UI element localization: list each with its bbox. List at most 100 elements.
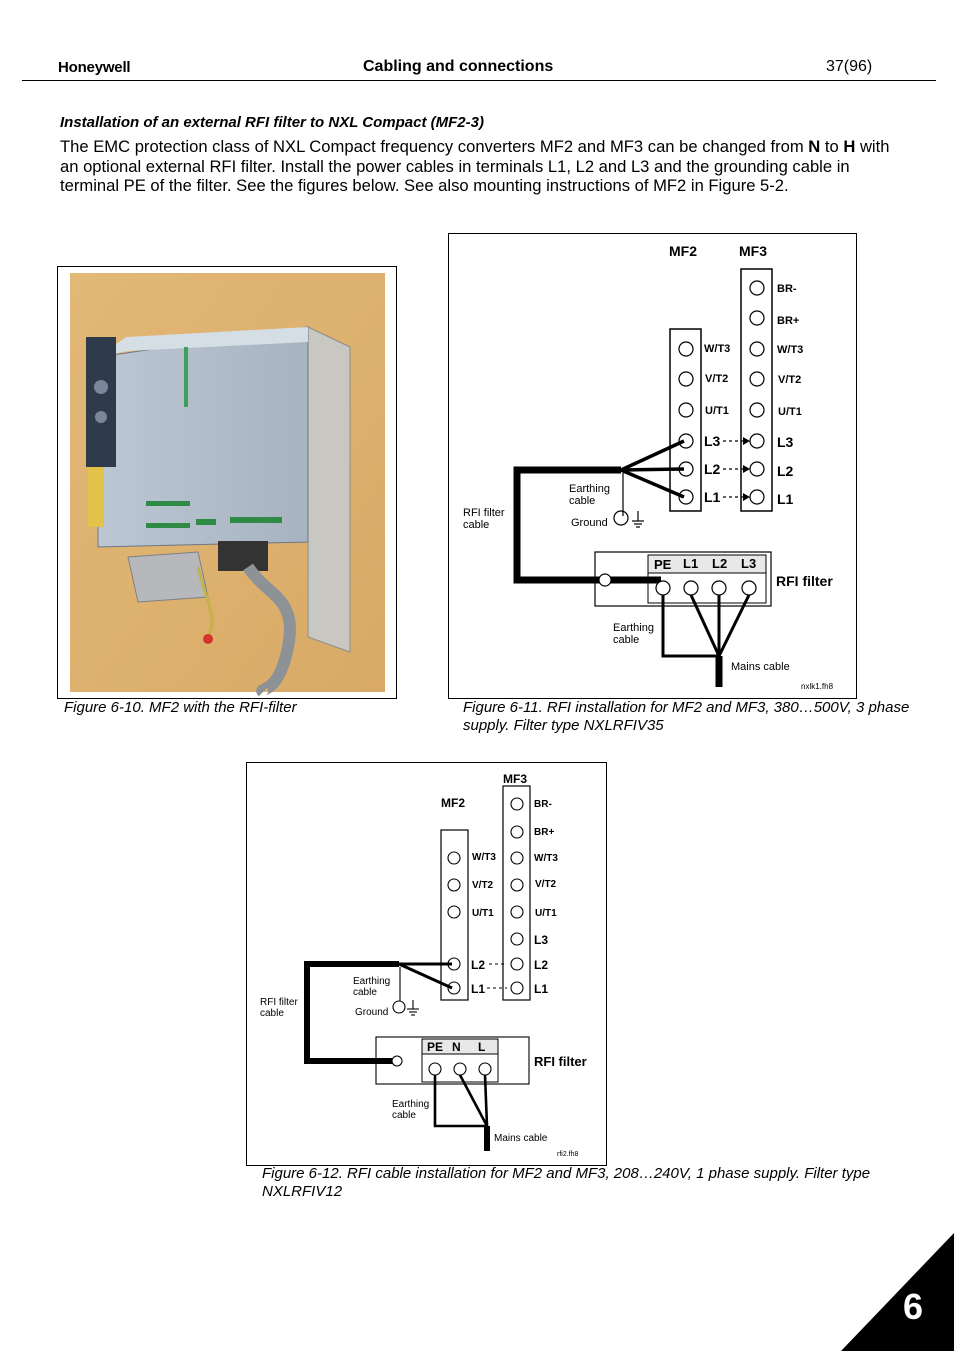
fig12-mf2-l2: L2 — [471, 958, 485, 972]
figure-6-10-photo-frame — [57, 266, 397, 699]
fig12-filter-l-label: L — [478, 1040, 485, 1054]
fig12-ground-label: Ground — [355, 1007, 388, 1018]
figure-6-10-caption: Figure 6-10. MF2 with the RFI-filter — [64, 699, 297, 716]
fig11-filter-l2-label: L2 — [712, 556, 727, 571]
fig12-mf3-label: MF3 — [503, 772, 527, 786]
fig11-mf3-br-plus: BR+ — [777, 315, 799, 327]
fig11-mf2-label: MF2 — [669, 243, 697, 259]
fig12-earthing-label-2: cable — [353, 987, 377, 998]
intro-paragraph: The EMC protection class of NXL Compact … — [60, 137, 900, 196]
drive-photo — [70, 273, 385, 697]
fig12-mf2-label: MF2 — [441, 796, 465, 810]
fig12-mf3-vt2: V/T2 — [535, 879, 557, 890]
fig12-mf3-l2: L2 — [534, 958, 548, 972]
fig11-mf3-l3: L3 — [777, 434, 794, 450]
fig12-mf3-ut1: U/T1 — [535, 908, 557, 919]
fig12-mf3-terminal-strip — [502, 785, 531, 1001]
fig11-mf2-l3: L3 — [704, 433, 721, 449]
fig12-mf2-vt2: V/T2 — [472, 880, 494, 891]
fig12-dashed-links — [487, 963, 507, 989]
fig11-ground-symbol — [632, 511, 644, 528]
fig11-filter-terminals — [655, 580, 757, 596]
fig11-mf3-label: MF3 — [739, 243, 767, 259]
fig12-mf2-terminal-strip — [440, 829, 469, 1001]
fig11-mains-earthing-label-1: Earthing — [613, 622, 654, 634]
fig12-mains-phase-wires — [458, 1074, 489, 1127]
fig12-mf2-wt3: W/T3 — [472, 852, 496, 863]
fig11-mains-earth-wire — [661, 595, 719, 658]
intro-text-1: The EMC protection class of NXL Compact … — [60, 137, 809, 156]
fig12-filter-pe-label: PE — [427, 1040, 443, 1054]
fig11-ground-label: Ground — [571, 517, 608, 529]
fig12-mains-earthing-label-2: cable — [392, 1110, 416, 1121]
fig11-rfi-filter-label: RFI filter — [776, 573, 833, 589]
fig11-rfi-filter-cable — [513, 466, 661, 584]
fig11-mf2-l2: L2 — [704, 461, 721, 477]
fig12-mf3-wt3: W/T3 — [534, 853, 558, 864]
fig12-ground-symbol — [407, 1000, 419, 1016]
fig11-mf3-l1: L1 — [777, 491, 794, 507]
fig12-filter-terminals — [428, 1062, 492, 1076]
fig12-mains-label: Mains cable — [494, 1133, 548, 1144]
brand-logo: Honeywell — [58, 59, 131, 76]
figure-6-11-caption: Figure 6-11. RFI installation for MF2 an… — [463, 699, 910, 734]
fig11-rfi-filter-box — [594, 551, 772, 607]
fig12-mf2-l1: L1 — [471, 982, 485, 996]
fig12-pe-connection — [391, 1055, 403, 1067]
chapter-number: 6 — [903, 1286, 924, 1327]
fig11-mf2-l1: L1 — [704, 489, 721, 505]
fig11-mf2-vt2: V/T2 — [705, 373, 728, 385]
fig12-mf3-l3: L3 — [534, 933, 548, 947]
fig11-mains-phase-wires — [689, 594, 751, 657]
fig11-earthing-label-2: cable — [569, 495, 595, 507]
fig12-mf3-terminals — [510, 797, 524, 995]
fig11-link-arrowheads — [743, 437, 750, 501]
fig11-filter-l3-label: L3 — [741, 556, 756, 571]
page-number: 37(96) — [826, 58, 873, 75]
figure-6-12-diagram: MF3 MF2 W/T3 V/T2 U/T1 BR- BR+ W/T3 V/T2… — [246, 762, 607, 1166]
fig12-phase-wires — [398, 962, 453, 990]
fig11-pe-connection — [598, 573, 612, 587]
fig11-mf3-br-minus: BR- — [777, 283, 797, 295]
intro-class-h: H — [843, 137, 856, 156]
fig12-mf2-ut1: U/T1 — [472, 908, 494, 919]
fig12-mf3-br-plus: BR+ — [534, 827, 554, 838]
header-title: Cabling and connections — [363, 58, 554, 75]
figure-6-12-caption: Figure 6-12. RFI cable installation for … — [262, 1165, 871, 1200]
fig11-mains-label: Mains cable — [731, 661, 790, 673]
intro-text-3: with an optional external RFI filter. In… — [60, 137, 890, 195]
fig12-ground-terminal — [392, 1000, 406, 1014]
fig12-mains-earthing-label-1: Earthing — [392, 1099, 429, 1110]
fig12-mains-earth-wire — [433, 1075, 487, 1128]
intro-class-n: N — [808, 137, 821, 156]
fig12-file-label: rfi2.fh8 — [557, 1151, 579, 1158]
fig11-mf3-terminal-strip — [740, 268, 773, 512]
fig11-mf3-l2: L2 — [777, 463, 794, 479]
fig12-mf3-l1: L1 — [534, 982, 548, 996]
fig11-filter-l1-label: L1 — [683, 556, 698, 571]
figure-6-11-diagram: MF2 MF3 W/T3 V/T2 U/T1 L3 L2 L1 BR- — [448, 233, 857, 699]
intro-text-2: to — [820, 137, 844, 156]
fig11-dashed-links — [723, 440, 746, 498]
fig11-rfi-cable-label-1: RFI filter — [463, 507, 505, 519]
fig11-rfi-cable-label-2: cable — [463, 519, 489, 531]
fig12-earthing-label-1: Earthing — [353, 976, 390, 987]
fig11-phase-wires — [620, 439, 685, 499]
fig12-rfi-cable-label-2: cable — [260, 1008, 284, 1019]
fig11-ground-terminal — [613, 510, 629, 526]
fig12-rfi-filter-cable — [304, 961, 401, 1064]
header-rule — [22, 80, 936, 81]
fig12-rfi-filter-box — [375, 1036, 530, 1085]
chapter-tab — [841, 1233, 954, 1351]
fig12-mf2-terminals — [447, 851, 461, 995]
fig11-mf2-ut1: U/T1 — [705, 405, 729, 417]
fig11-mains-earthing-label-2: cable — [613, 634, 639, 646]
fig11-filter-pe-label: PE — [654, 557, 672, 572]
fig11-mf3-wt3: W/T3 — [777, 344, 803, 356]
fig11-mf2-wt3: W/T3 — [704, 343, 730, 355]
fig11-mf3-vt2: V/T2 — [778, 374, 801, 386]
fig12-rfi-filter-label: RFI filter — [534, 1054, 587, 1069]
fig11-mf3-terminals — [749, 280, 765, 505]
fig12-filter-n-label: N — [452, 1040, 461, 1054]
fig11-mf2-terminal-strip — [669, 328, 702, 512]
